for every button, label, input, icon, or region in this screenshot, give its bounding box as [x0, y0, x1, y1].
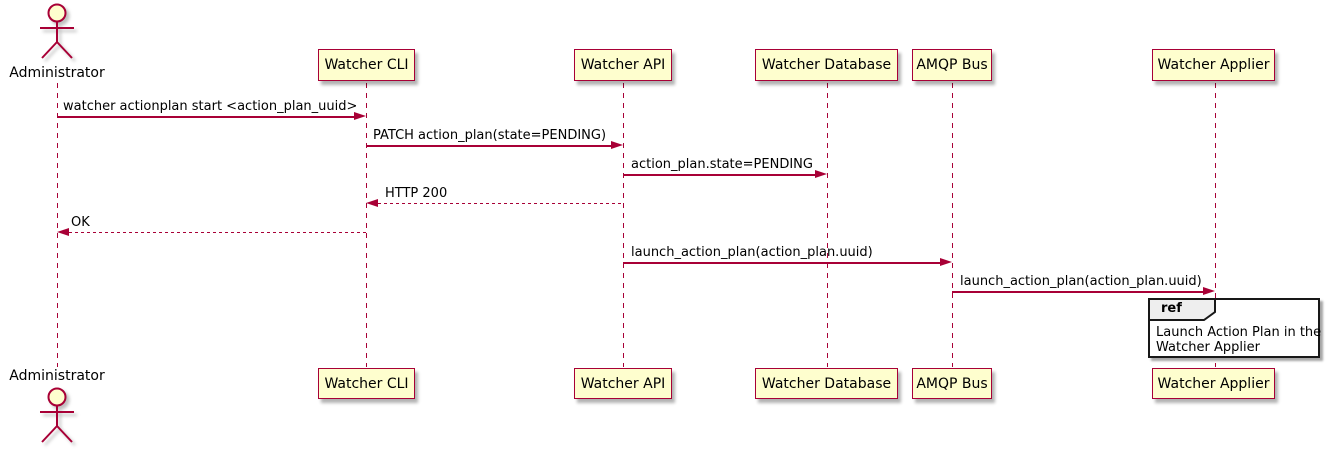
- ref-text-line2: Watcher Applier: [1156, 340, 1260, 355]
- participant-label: Watcher Database: [761, 57, 892, 73]
- participant-label: Watcher API: [580, 375, 666, 392]
- lifeline-watcher-applier: [1215, 83, 1216, 367]
- arrowhead-left-icon: [366, 199, 378, 207]
- lifeline-watcher-cli: [366, 83, 367, 367]
- participant-watcher-applier-top: Watcher Applier: [1152, 49, 1275, 81]
- message-line: [378, 203, 623, 205]
- arrowhead-left-icon: [57, 228, 69, 236]
- actor-label-bottom: Administrator: [9, 368, 105, 384]
- participant-watcher-cli-top: Watcher CLI: [318, 49, 415, 81]
- ref-fragment: ref Launch Action Plan in the Watcher Ap…: [1148, 298, 1322, 358]
- participant-watcher-database-bottom: Watcher Database: [755, 368, 898, 399]
- message-line: [952, 291, 1203, 293]
- ref-header-pentagon-icon: [1149, 299, 1216, 321]
- participant-label: AMQP Bus: [916, 375, 988, 392]
- message-line: [69, 232, 366, 234]
- message-line: [623, 262, 940, 264]
- message-label: OK: [71, 215, 90, 230]
- participant-watcher-api-top: Watcher API: [574, 49, 672, 81]
- participant-label: Watcher Applier: [1157, 375, 1270, 392]
- message-line: [623, 174, 815, 176]
- lifeline-amqp-bus: [952, 83, 953, 367]
- arrowhead-right-icon: [940, 258, 952, 266]
- participant-amqp-bus-bottom: AMQP Bus: [912, 368, 992, 399]
- message-label: HTTP 200: [385, 186, 448, 201]
- message-label: launch_action_plan(action_plan.uuid): [631, 245, 873, 260]
- participant-label: AMQP Bus: [916, 57, 988, 73]
- message-label: PATCH action_plan(state=PENDING): [373, 128, 607, 143]
- participant-label: Watcher Applier: [1157, 57, 1270, 73]
- actor-label-top: Administrator: [9, 65, 105, 81]
- participant-label: Watcher CLI: [324, 57, 409, 73]
- actor-icon: [40, 3, 74, 59]
- participant-label: Watcher CLI: [324, 375, 409, 392]
- ref-text-line1: Launch Action Plan in the: [1156, 325, 1322, 340]
- message-label: action_plan.state=PENDING: [631, 157, 813, 172]
- lifeline-administrator: [57, 83, 58, 367]
- participant-watcher-applier-bottom: Watcher Applier: [1152, 368, 1275, 399]
- message-line: [57, 116, 354, 118]
- participant-amqp-bus-top: AMQP Bus: [912, 49, 992, 81]
- participant-label: Watcher API: [580, 57, 666, 73]
- arrowhead-right-icon: [815, 170, 827, 178]
- actor-icon: [40, 387, 74, 443]
- participant-watcher-database-top: Watcher Database: [755, 49, 898, 81]
- message-line: [366, 145, 611, 147]
- participant-watcher-api-bottom: Watcher API: [574, 368, 672, 399]
- message-label: watcher actionplan start <action_plan_uu…: [63, 99, 358, 114]
- lifeline-watcher-api: [623, 83, 624, 367]
- arrowhead-right-icon: [611, 141, 623, 149]
- arrowhead-right-icon: [1203, 287, 1215, 295]
- arrowhead-right-icon: [354, 112, 366, 120]
- participant-label: Watcher Database: [761, 375, 892, 392]
- participant-watcher-cli-bottom: Watcher CLI: [318, 368, 415, 399]
- ref-keyword: ref: [1161, 301, 1182, 316]
- message-label: launch_action_plan(action_plan.uuid): [960, 274, 1202, 289]
- lifeline-watcher-database: [827, 83, 828, 367]
